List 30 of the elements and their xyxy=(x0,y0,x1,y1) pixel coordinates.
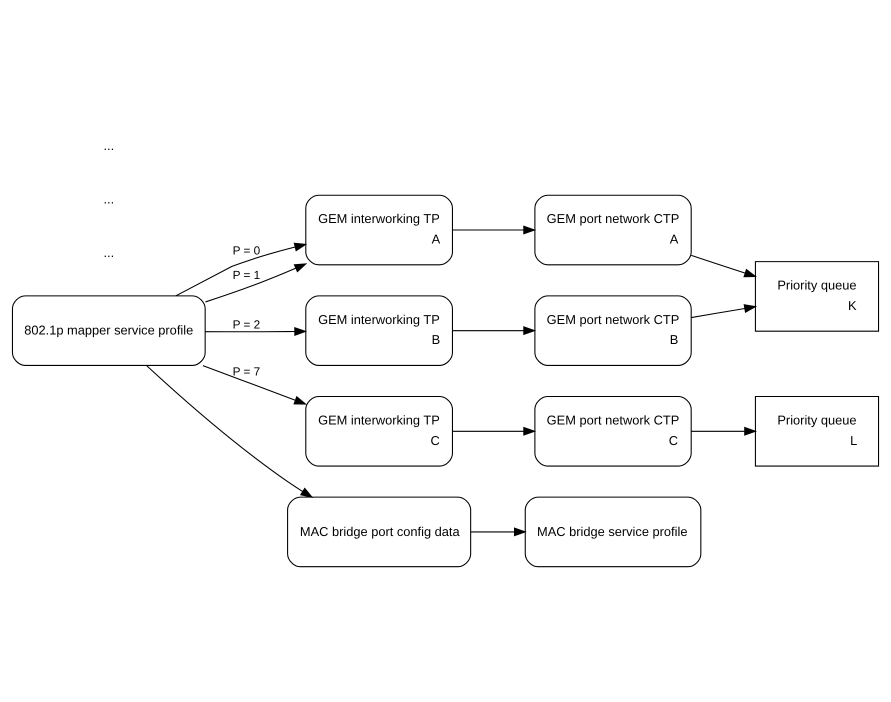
node-box: GEM interworking TP A xyxy=(305,194,453,266)
arrow xyxy=(452,226,536,235)
node-box: MAC bridge port config data xyxy=(287,496,472,568)
label: ... xyxy=(103,138,114,153)
node-box: GEM interworking TP C xyxy=(305,396,453,467)
node-box: GEM interworking TP B xyxy=(305,295,453,366)
arrow xyxy=(202,365,307,405)
arrow xyxy=(470,527,527,536)
node-box: GEM port network CTP B xyxy=(534,295,692,366)
label: ... xyxy=(103,191,114,206)
edge-label: P = 2 xyxy=(232,318,260,332)
arrow xyxy=(452,326,536,336)
node-box: MAC bridge service profile xyxy=(524,496,702,568)
node-box: GEM port network CTP C xyxy=(534,396,692,467)
arrow xyxy=(176,242,308,296)
label: ... xyxy=(103,244,114,260)
node-box: GEM port network CTP A xyxy=(534,194,692,266)
edge-label: P = 1 xyxy=(232,269,260,282)
arrow xyxy=(146,365,314,498)
edge-label: P = 7 xyxy=(232,365,260,378)
node-box: Priority queue K xyxy=(754,261,880,332)
arrow xyxy=(205,327,308,336)
arrow xyxy=(205,263,308,302)
arrow xyxy=(452,426,536,436)
arrow xyxy=(691,426,758,436)
edge-label: P = 0 xyxy=(232,244,260,258)
node-box: Priority queue L xyxy=(754,396,880,467)
arrow xyxy=(691,254,757,278)
arrow xyxy=(691,304,758,318)
node-box: 802.1p mapper service profile xyxy=(12,295,206,366)
